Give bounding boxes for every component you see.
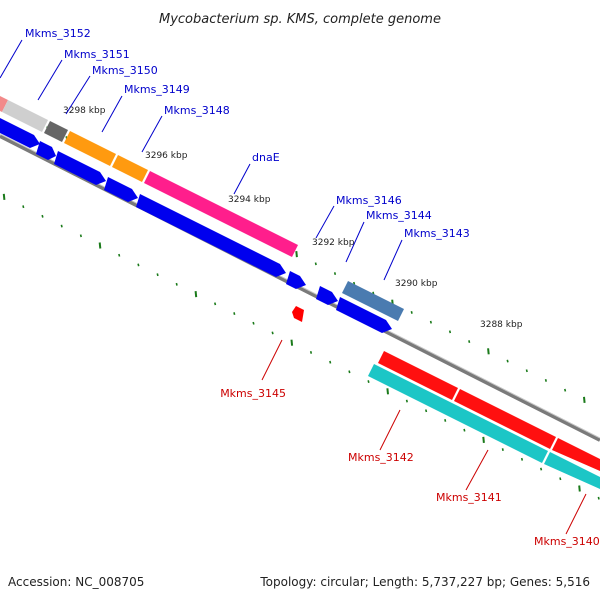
feature-cyan-2 xyxy=(544,452,600,489)
gene-label-mkms-3141[interactable]: Mkms_3141 xyxy=(436,491,502,504)
gene-label-mkms-3142[interactable]: Mkms_3142 xyxy=(348,451,414,464)
tick-mark xyxy=(2,193,6,200)
feature-steelblue-3143 xyxy=(342,281,404,321)
tick-mark xyxy=(520,457,524,461)
cds-arrow xyxy=(36,141,56,160)
tick-mark xyxy=(583,396,586,403)
tick-mark xyxy=(314,262,317,266)
tick-mark xyxy=(429,320,432,324)
tick-labels: 3298 kbp 3296 kbp 3294 kbp 3292 kbp 3290… xyxy=(63,106,523,330)
tick-mark xyxy=(98,242,102,249)
tick-mark xyxy=(271,331,274,335)
tick-mark xyxy=(353,281,356,285)
tick-mark xyxy=(410,311,413,314)
tick-mark xyxy=(487,348,490,355)
feature-red-2 xyxy=(454,389,556,449)
gene-label-mkms-3150[interactable]: Mkms_3150 xyxy=(92,64,158,77)
tick-mark xyxy=(214,302,217,306)
tick-mark xyxy=(118,253,121,257)
gene-label-mkms-3148[interactable]: Mkms_3148 xyxy=(164,104,230,117)
tick-mark xyxy=(482,436,485,443)
tick-mark xyxy=(329,360,332,364)
tick-label: 3288 kbp xyxy=(480,320,523,330)
cds-arrow xyxy=(136,194,286,277)
cds-forward-track xyxy=(0,118,392,333)
feature-grey-light xyxy=(2,100,48,132)
feature-grey-dark xyxy=(44,121,68,142)
gene-label-mkms-3143[interactable]: Mkms_3143 xyxy=(404,227,470,240)
cds-arrow xyxy=(286,271,306,289)
tick-mark xyxy=(525,369,528,373)
gene-labels: Mkms_3152 Mkms_3151 Mkms_3150 Mkms_3149 … xyxy=(25,27,600,548)
tick-mark xyxy=(79,234,82,238)
tick-mark xyxy=(194,291,198,298)
feature-cyan-1 xyxy=(368,364,548,463)
tick-mark xyxy=(559,477,562,481)
feature-orange-1 xyxy=(64,131,116,166)
tick-mark xyxy=(252,321,255,325)
tick-mark xyxy=(544,379,547,382)
feature-orange-2 xyxy=(112,155,148,182)
tick-mark xyxy=(295,251,298,258)
gene-label-mkms-3149[interactable]: Mkms_3149 xyxy=(124,83,190,96)
gene-label-mkms-3146[interactable]: Mkms_3146 xyxy=(336,194,402,207)
tick-label: 3290 kbp xyxy=(395,279,438,289)
tick-mark xyxy=(22,205,25,209)
tick-mark xyxy=(156,273,159,277)
tick-mark xyxy=(468,340,471,343)
tick-label: 3298 kbp xyxy=(63,106,106,116)
label-leaders xyxy=(0,39,587,535)
tick-mark xyxy=(501,448,504,451)
cds-arrow xyxy=(0,118,40,148)
tick-mark xyxy=(564,388,567,392)
feature-pink-3152 xyxy=(0,96,8,112)
accession-text: Accession: NC_008705 xyxy=(8,575,144,589)
tick-mark xyxy=(41,214,44,218)
tick-mark xyxy=(309,351,313,354)
cds-arrow xyxy=(336,297,392,333)
tick-mark xyxy=(463,428,466,432)
feature-red-3 xyxy=(552,438,600,471)
gene-label-mkms-3140[interactable]: Mkms_3140 xyxy=(534,535,600,548)
tick-mark xyxy=(448,330,452,334)
tick-mark xyxy=(578,485,581,492)
tick-mark xyxy=(425,409,428,413)
cds-arrow xyxy=(104,177,138,202)
gene-label-mkms-3152[interactable]: Mkms_3152 xyxy=(25,27,91,40)
cds-arrow xyxy=(54,151,106,185)
tick-mark xyxy=(506,359,509,363)
tick-mark xyxy=(333,272,337,275)
tick-mark xyxy=(290,339,294,346)
map-title: Mycobacterium sp. KMS, complete genome xyxy=(159,12,441,27)
cds-arrow-reverse xyxy=(292,306,304,322)
feature-track xyxy=(0,96,600,489)
feature-magenta-dnaE xyxy=(144,171,298,257)
tick-label: 3296 kbp xyxy=(145,151,188,161)
gene-label-mkms-3144[interactable]: Mkms_3144 xyxy=(366,209,432,222)
cds-arrow xyxy=(316,286,338,305)
tick-mark xyxy=(386,388,389,395)
tick-mark xyxy=(348,370,351,374)
tick-mark xyxy=(444,419,447,422)
gene-label-mkms-3151[interactable]: Mkms_3151 xyxy=(64,48,130,61)
tick-mark xyxy=(175,282,178,286)
tick-mark xyxy=(137,263,140,267)
tick-mark xyxy=(367,380,370,383)
tick-label: 3292 kbp xyxy=(312,238,355,248)
feature-red-1 xyxy=(378,351,458,400)
genome-summary-text: Topology: circular; Length: 5,737,227 bp… xyxy=(259,575,590,589)
tick-mark xyxy=(233,312,236,315)
tick-mark xyxy=(405,399,408,403)
gene-label-dnae[interactable]: dnaE xyxy=(252,151,280,164)
gene-label-mkms-3145[interactable]: Mkms_3145 xyxy=(220,387,286,400)
tick-mark xyxy=(60,224,63,228)
tick-mark xyxy=(597,496,600,500)
tick-label: 3294 kbp xyxy=(228,195,271,205)
tick-mark xyxy=(540,467,543,471)
